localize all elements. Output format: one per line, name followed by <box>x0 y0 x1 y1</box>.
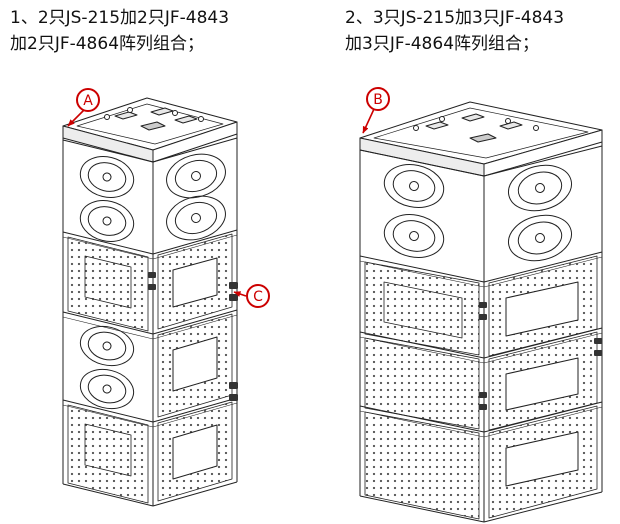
frame-clamp-icon <box>140 121 166 131</box>
subwoofer-module <box>79 153 226 242</box>
subwoofer-module <box>383 164 573 262</box>
grille-module <box>364 331 598 431</box>
woofer-icon <box>383 164 445 208</box>
woofer-icon <box>79 156 135 198</box>
frame-hardware-icon <box>461 113 485 122</box>
left-array-illustration <box>62 97 238 507</box>
woofer-icon <box>79 325 135 367</box>
callout-c-circle <box>246 284 270 308</box>
connector-brackets <box>479 302 602 410</box>
woofer-icon <box>507 214 573 262</box>
caption-right-line2: 加3只JF-4864阵列组合； <box>345 33 540 54</box>
connector-bracket-icon <box>479 314 487 320</box>
frame-hardware-icon <box>174 115 198 124</box>
woofer-icon <box>166 195 226 241</box>
caption-left-line1: 1、2只JS-215加2只JF-4843 <box>10 8 230 28</box>
caption-left: 1、2只JS-215加2只JF-4843 加2只JF-4864阵列组合； <box>10 6 229 57</box>
grille-panel <box>364 411 480 520</box>
grille-panel <box>67 236 149 332</box>
connector-bracket-icon <box>229 382 238 389</box>
horn-icon <box>172 424 218 480</box>
connector-bracket-icon <box>594 338 602 344</box>
rigging-frame <box>359 101 603 177</box>
horn-icon <box>172 257 218 308</box>
grille-panel <box>67 404 149 504</box>
caption-right: 2、3只JS-215加3只JF-4843 加3只JF-4864阵列组合； <box>345 6 564 57</box>
frame-clamp-icon <box>469 133 497 143</box>
bottom-grille-module <box>364 405 598 520</box>
caption-right-line1: 2、3只JS-215加3只JF-4843 <box>345 8 565 28</box>
callout-c-label: C <box>253 289 263 305</box>
horn-icon <box>505 357 579 411</box>
caption-left-line2: 加2只JF-4864阵列组合； <box>10 33 205 54</box>
horn-icon <box>505 281 579 337</box>
horn-icon <box>172 336 218 392</box>
right-array-illustration <box>359 101 603 523</box>
woofer-icon <box>507 164 573 212</box>
horn-icon <box>505 431 579 487</box>
connector-bracket-icon <box>594 350 602 356</box>
grille-panel <box>364 337 480 430</box>
mid-module <box>79 313 233 418</box>
connector-bracket-icon <box>229 294 238 301</box>
connector-bracket-icon <box>229 394 238 401</box>
frame-hardware-icon <box>114 111 138 120</box>
rigging-frame <box>62 97 238 163</box>
frame-hardware-icon <box>425 121 449 130</box>
grille-module <box>67 233 233 332</box>
connector-bracket-icon <box>148 272 156 278</box>
connector-bracket-icon <box>148 284 156 290</box>
grille-panel <box>364 261 480 356</box>
connector-bracket-icon <box>479 302 487 308</box>
connector-bracket-icon <box>479 404 487 410</box>
woofer-icon <box>383 214 445 258</box>
woofer-icon <box>79 200 135 242</box>
grille-module <box>364 255 598 357</box>
connector-bracket-icon <box>229 282 238 289</box>
connector-bracket-icon <box>479 392 487 398</box>
bottom-grille-module <box>67 401 233 504</box>
woofer-icon <box>79 368 135 410</box>
